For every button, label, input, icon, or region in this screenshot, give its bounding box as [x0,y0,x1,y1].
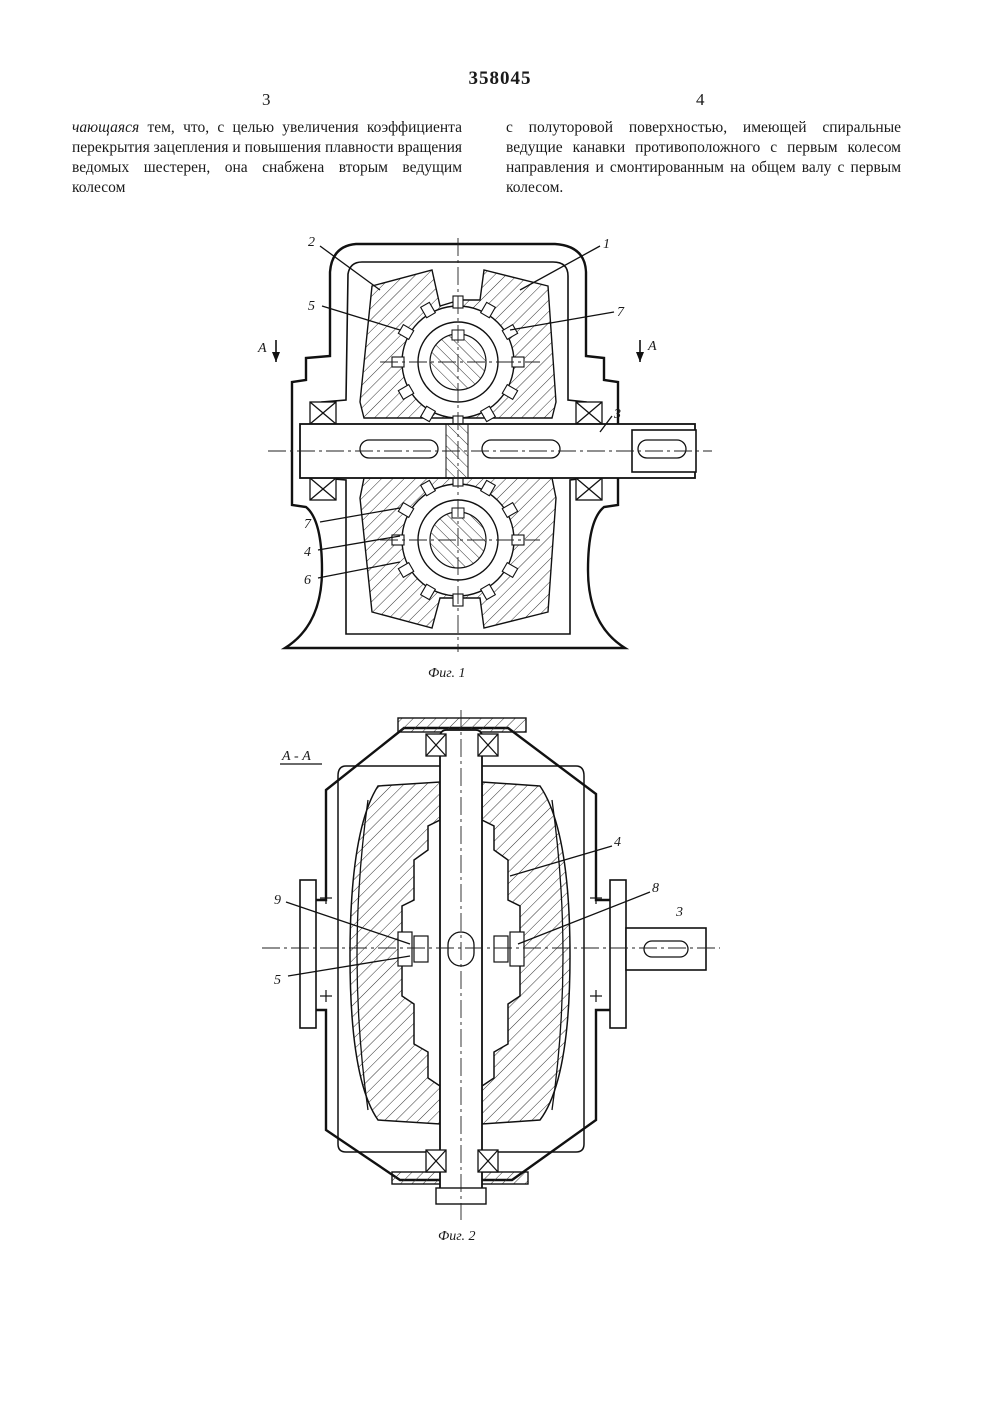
fig1-label-A-right: A [647,339,657,354]
right-body-text: с полуторовой поверхностью, имеющей спир… [506,119,901,196]
fig2-caption: Фиг. 2 [438,1229,476,1244]
fig2-label-4: 4 [614,835,621,850]
gear-tooth [419,479,437,497]
gear-tooth [479,405,497,423]
fig2-callouts: 4 9 8 3 5 [274,835,683,988]
gear-tooth [419,301,437,319]
gear-tooth [501,501,519,519]
gear-tooth [397,383,415,401]
fig1-label-7a: 7 [617,305,625,320]
fig2-label-9: 9 [274,893,281,908]
fig2-bearings [425,733,499,1173]
fig2-left-wheel [349,781,441,1125]
text-column-left: чающаяся тем, что, с целью увеличения ко… [72,118,462,198]
fig1-section-markers: A A [257,339,657,362]
fig2-label-8: 8 [652,881,659,896]
gear-tooth [501,383,519,401]
fig1-label-2: 2 [308,235,315,250]
left-body-text: тем, что, с целью увеличения коэффициент… [72,119,462,196]
gear-tooth [479,479,497,497]
fig1-label-6: 6 [304,573,311,588]
column-number-left: 3 [262,90,271,109]
gear-tooth [501,561,519,579]
gear-tooth [397,323,415,341]
fig1-label-4: 4 [304,545,311,560]
fig1-label-3: 3 [613,407,621,422]
gear-tooth [419,583,437,601]
fig2-bolt-marks [320,892,602,1002]
gear-tooth [479,301,497,319]
fig1-label-1: 1 [603,237,610,252]
fig1-upper-wheel [359,269,557,419]
fig2-label-5: 5 [274,973,281,988]
fig1-label-7b: 7 [304,517,312,532]
fig2-output-shaft [625,927,707,971]
fig1-housing [280,242,630,650]
text-column-right: с полуторовой поверхностью, имеющей спир… [506,118,901,198]
italic-lead-word: чающаяся [72,119,140,136]
fig2-housing-inner [337,765,585,1153]
fig2-label-3: 3 [675,905,683,920]
figure-2: А - А [262,710,720,1244]
fig2-left-flange [299,879,317,1029]
fig1-callouts: 2 5 1 7 3 7 4 6 [304,235,625,588]
gear-tooth [397,561,415,579]
gear-tooth [419,405,437,423]
fig2-section-label: А - А [281,749,311,764]
gear-tooth [479,583,497,601]
patent-number: 358045 [468,68,532,89]
fig1-label-5: 5 [308,299,315,314]
fig1-bearings [309,401,603,501]
fig1-shaft [299,423,697,479]
gear-tooth [397,501,415,519]
fig1-label-A-left: A [257,341,267,356]
fig1-caption: Фиг. 1 [428,666,466,681]
figure-1: A A 2 5 1 7 3 7 4 6 Фиг. 1 [257,235,712,681]
column-number-right: 4 [696,90,705,109]
fig2-right-wheel [481,781,571,1125]
